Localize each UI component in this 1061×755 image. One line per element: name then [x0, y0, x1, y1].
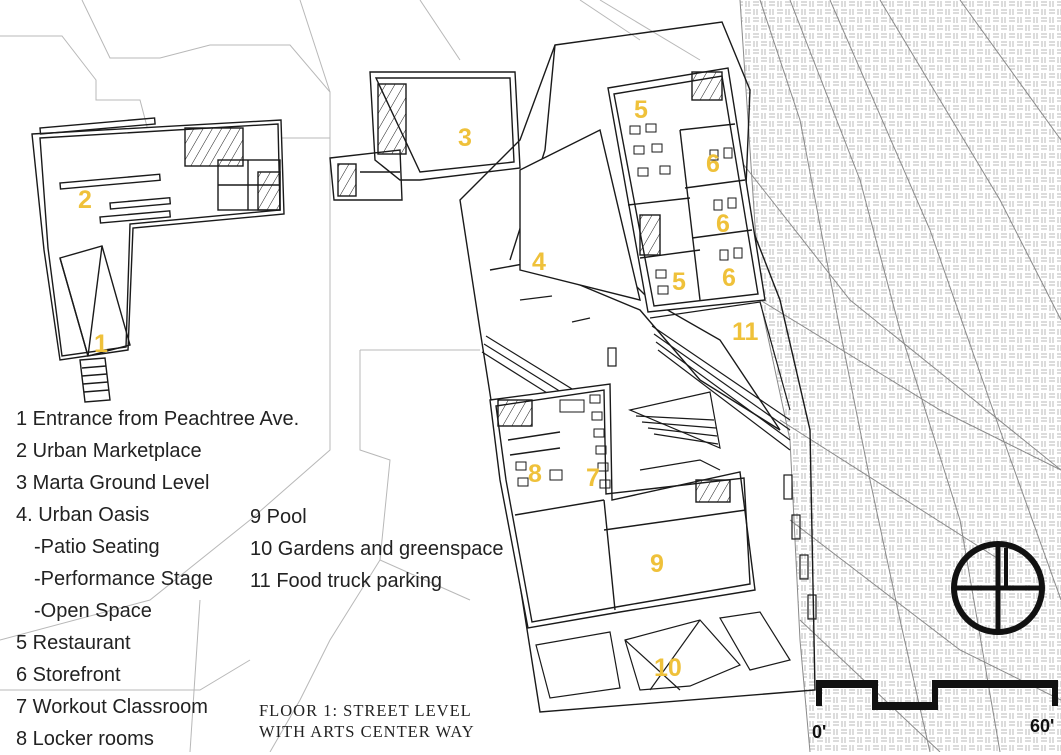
main-site-outline [459, 21, 816, 713]
label-5a: 5 [634, 96, 648, 124]
building-fitness [489, 383, 756, 629]
legend-subitem-stage: -Performance Stage [34, 568, 213, 590]
gardens [535, 474, 817, 699]
legend-item-8: 8 Locker rooms [16, 728, 154, 750]
legend-item-9: 9 Pool [250, 506, 307, 528]
building-urban-marketplace [31, 117, 285, 403]
legend-item-11: 11 Food truck parking [250, 570, 442, 592]
scale-end-label: 60' [1030, 716, 1055, 736]
label-5b: 5 [672, 268, 686, 296]
label-6a: 6 [706, 150, 720, 178]
legend-item-6: 6 Storefront [16, 664, 121, 686]
food-truck-parking [481, 301, 791, 451]
label-11: 11 [732, 318, 759, 346]
legend-item-1: 1 Entrance from Peachtree Ave. [16, 408, 300, 430]
scale-start-label: 0' [812, 722, 827, 742]
scale-bar [816, 680, 1058, 710]
label-8: 8 [528, 460, 542, 488]
performance-stage [519, 295, 721, 471]
legend-subitem-patio: -Patio Seating [34, 536, 160, 558]
legend-column-1: 1 Entrance from Peachtree Ave. 2 Urban M… [16, 403, 299, 755]
label-9: 9 [650, 550, 664, 578]
title-line-1: FLOOR 1: STREET LEVEL [259, 701, 472, 720]
plan-labels: 1 2 3 4 5 5 6 6 6 7 8 9 10 11 [78, 96, 759, 682]
context-pattern-zone [739, 0, 1061, 752]
label-7: 7 [586, 464, 600, 492]
building-marta [329, 71, 521, 201]
legend-subitem-open-space: -Open Space [34, 600, 152, 622]
label-1: 1 [94, 330, 108, 358]
legend-item-10: 10 Gardens and greenspace [250, 538, 504, 560]
label-6c: 6 [722, 264, 736, 292]
legend-item-7: 7 Workout Classroom [16, 696, 208, 718]
legend-column-2: 9 Pool 10 Gardens and greenspace 11 Food… [250, 501, 504, 597]
legend-item-4: 4. Urban Oasis [16, 504, 150, 526]
label-6b: 6 [716, 210, 730, 238]
north-arrow-icon [951, 541, 1045, 635]
label-4: 4 [532, 248, 546, 276]
label-2: 2 [78, 186, 92, 214]
label-3: 3 [458, 124, 472, 152]
legend-item-2: 2 Urban Marketplace [16, 440, 202, 462]
legend-item-3: 3 Marta Ground Level [16, 472, 210, 494]
drawing-title: FLOOR 1: STREET LEVEL WITH ARTS CENTER W… [259, 700, 475, 742]
label-10: 10 [654, 654, 682, 682]
legend-item-5: 5 Restaurant [16, 632, 131, 654]
building-storefront-block [607, 67, 766, 313]
title-line-2: WITH ARTS CENTER WAY [259, 722, 475, 741]
